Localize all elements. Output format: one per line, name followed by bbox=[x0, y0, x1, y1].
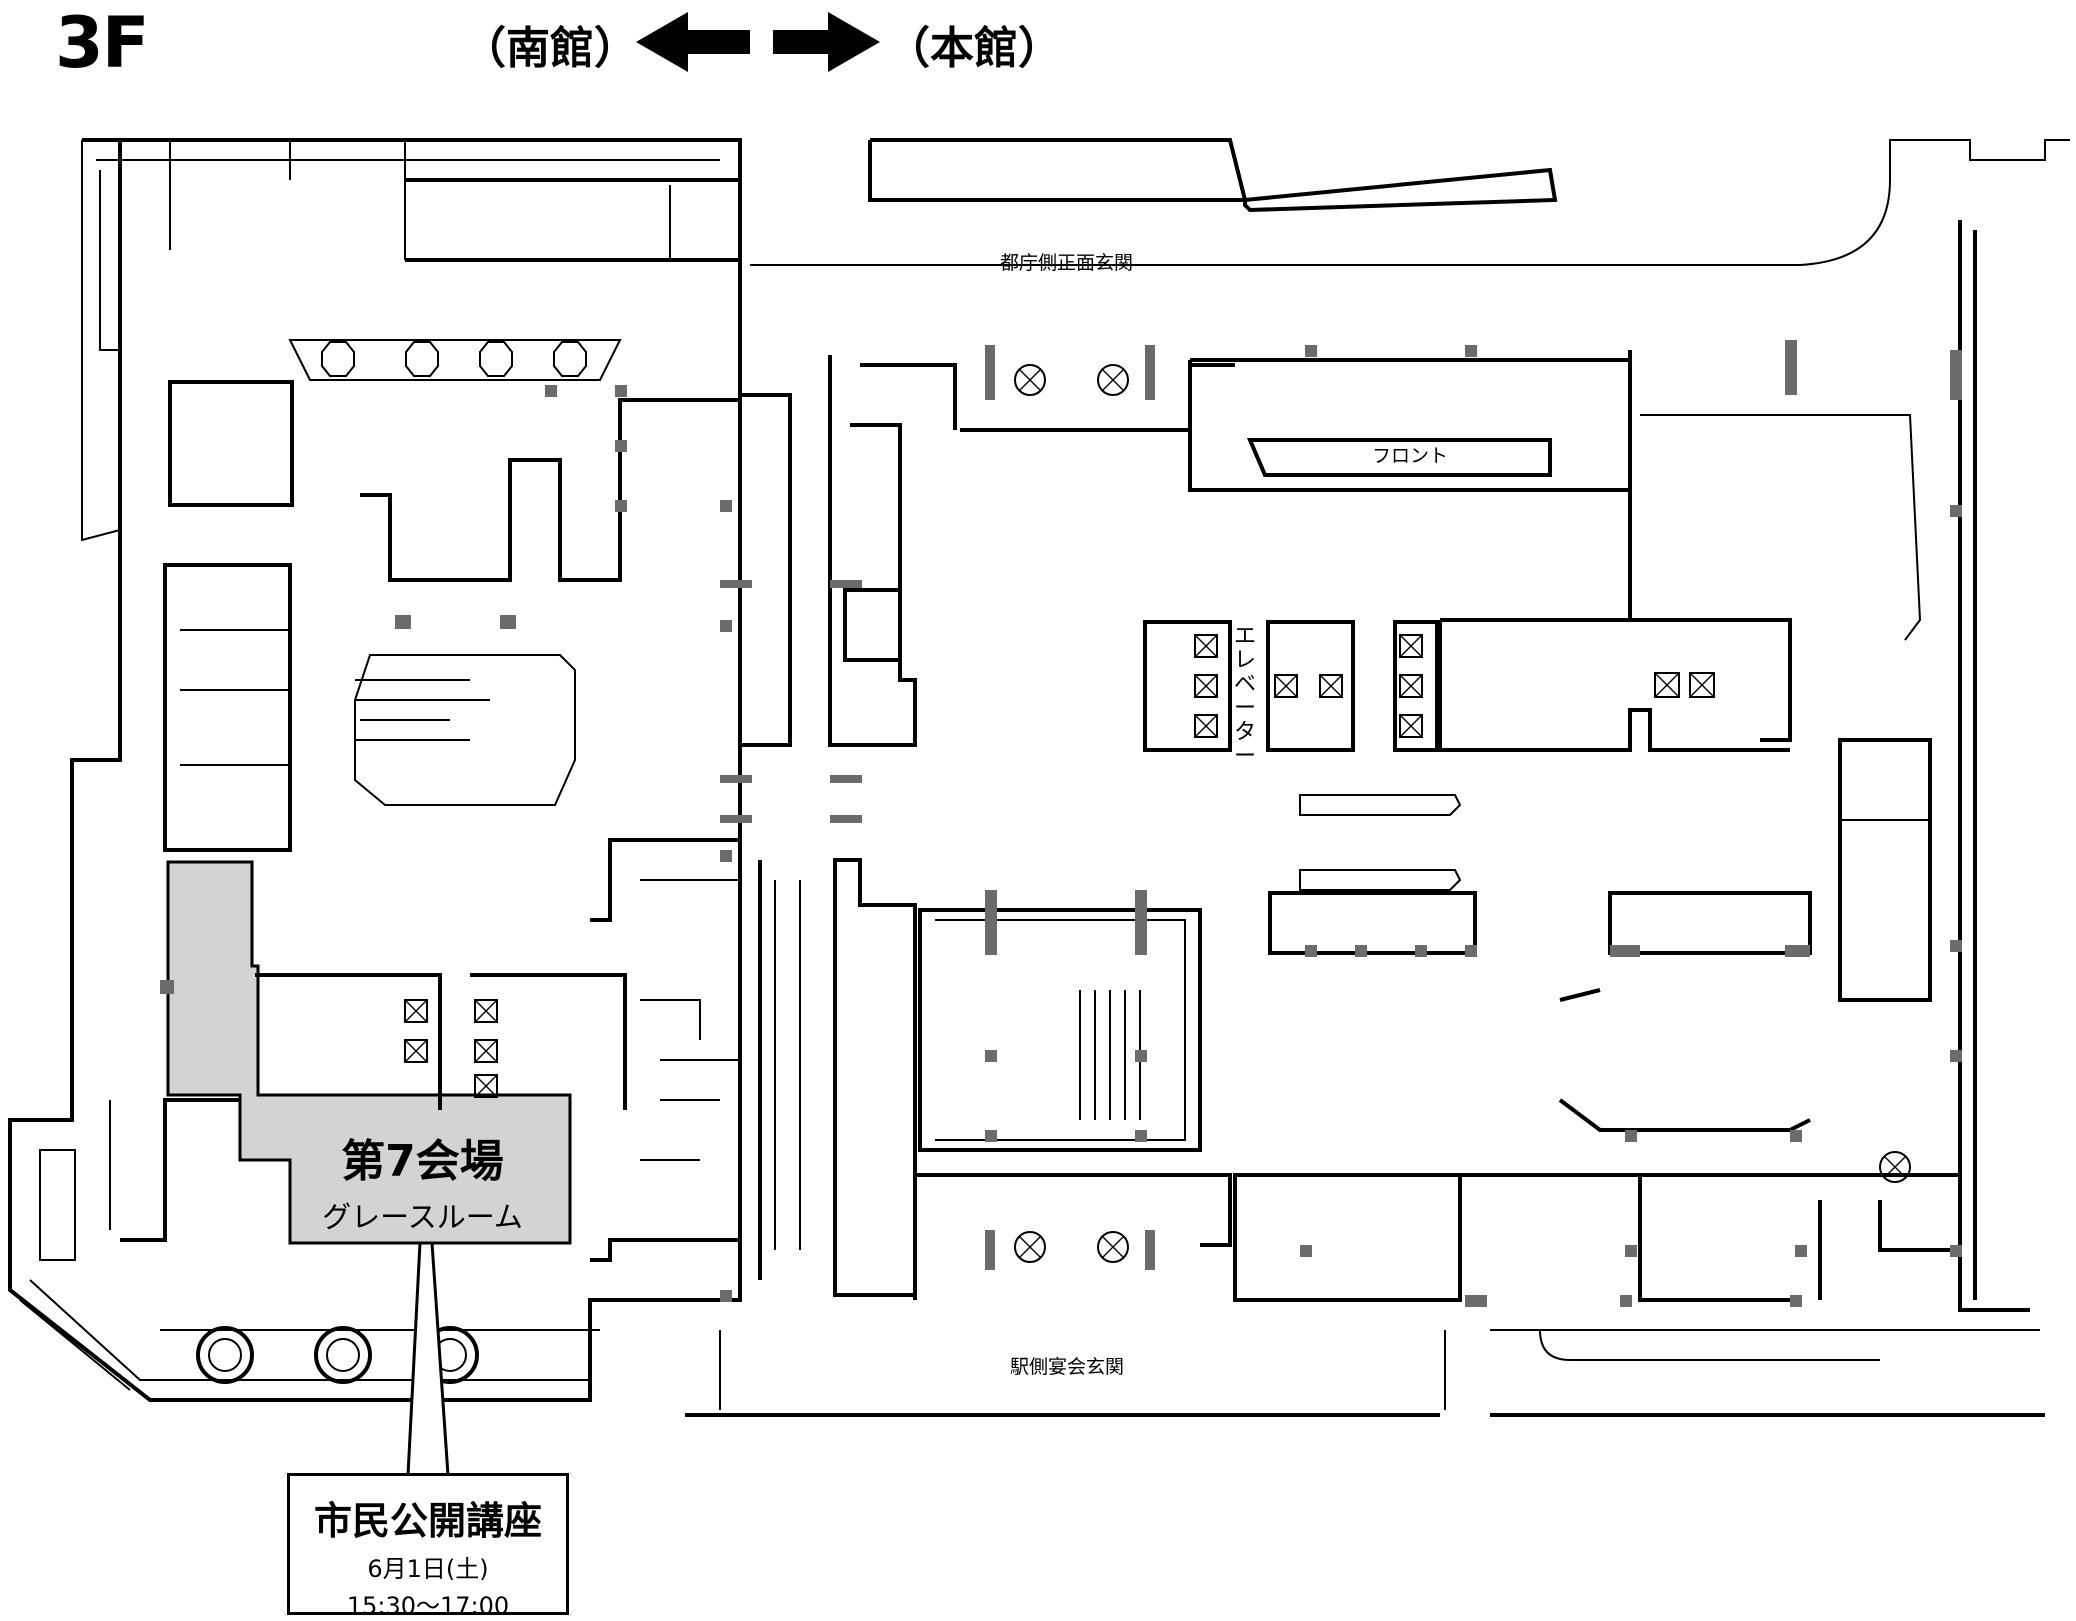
floor-label: 3F bbox=[55, 2, 150, 84]
round-columns bbox=[196, 1326, 479, 1384]
arrow-right-icon bbox=[773, 12, 880, 72]
main-building-label: （本館） bbox=[886, 23, 1062, 74]
structural-columns bbox=[160, 340, 1962, 1307]
direction-arrows bbox=[636, 12, 880, 72]
hall-name: 第7会場 bbox=[341, 1136, 504, 1187]
south-building-walls bbox=[8, 138, 742, 1402]
station-entrance-label: 駅側宴会玄関 bbox=[1010, 1356, 1125, 1378]
center-walls bbox=[738, 355, 1235, 1300]
callout-pointer bbox=[406, 1241, 450, 1477]
room-name: グレースルーム bbox=[322, 1200, 523, 1234]
octagon-pillars bbox=[321, 341, 587, 377]
front-desk-label: フロント bbox=[1372, 445, 1449, 467]
bottom-entrance-inner bbox=[719, 1330, 1446, 1410]
event-callout: 市民公開講座 6月1日(土) 15:30～17:00 bbox=[287, 1473, 569, 1620]
elevator-shafts bbox=[404, 634, 1715, 1098]
main-building-walls bbox=[750, 138, 2070, 1361]
elevator-label: エレベーター bbox=[1233, 624, 1256, 769]
arrow-left-icon bbox=[636, 12, 750, 72]
callout-time: 15:30～17:00 bbox=[346, 1592, 510, 1620]
callout-date: 6月1日(土) bbox=[367, 1555, 489, 1583]
south-building-label: （南館） bbox=[462, 23, 638, 74]
tocho-entrance-label: 都庁側正面玄関 bbox=[1000, 252, 1134, 274]
escalators bbox=[1299, 794, 1462, 891]
callout-title: 市民公開講座 bbox=[313, 1499, 542, 1543]
light-fixtures bbox=[1014, 364, 1911, 1263]
grace-room-area[interactable] bbox=[166, 860, 572, 1245]
